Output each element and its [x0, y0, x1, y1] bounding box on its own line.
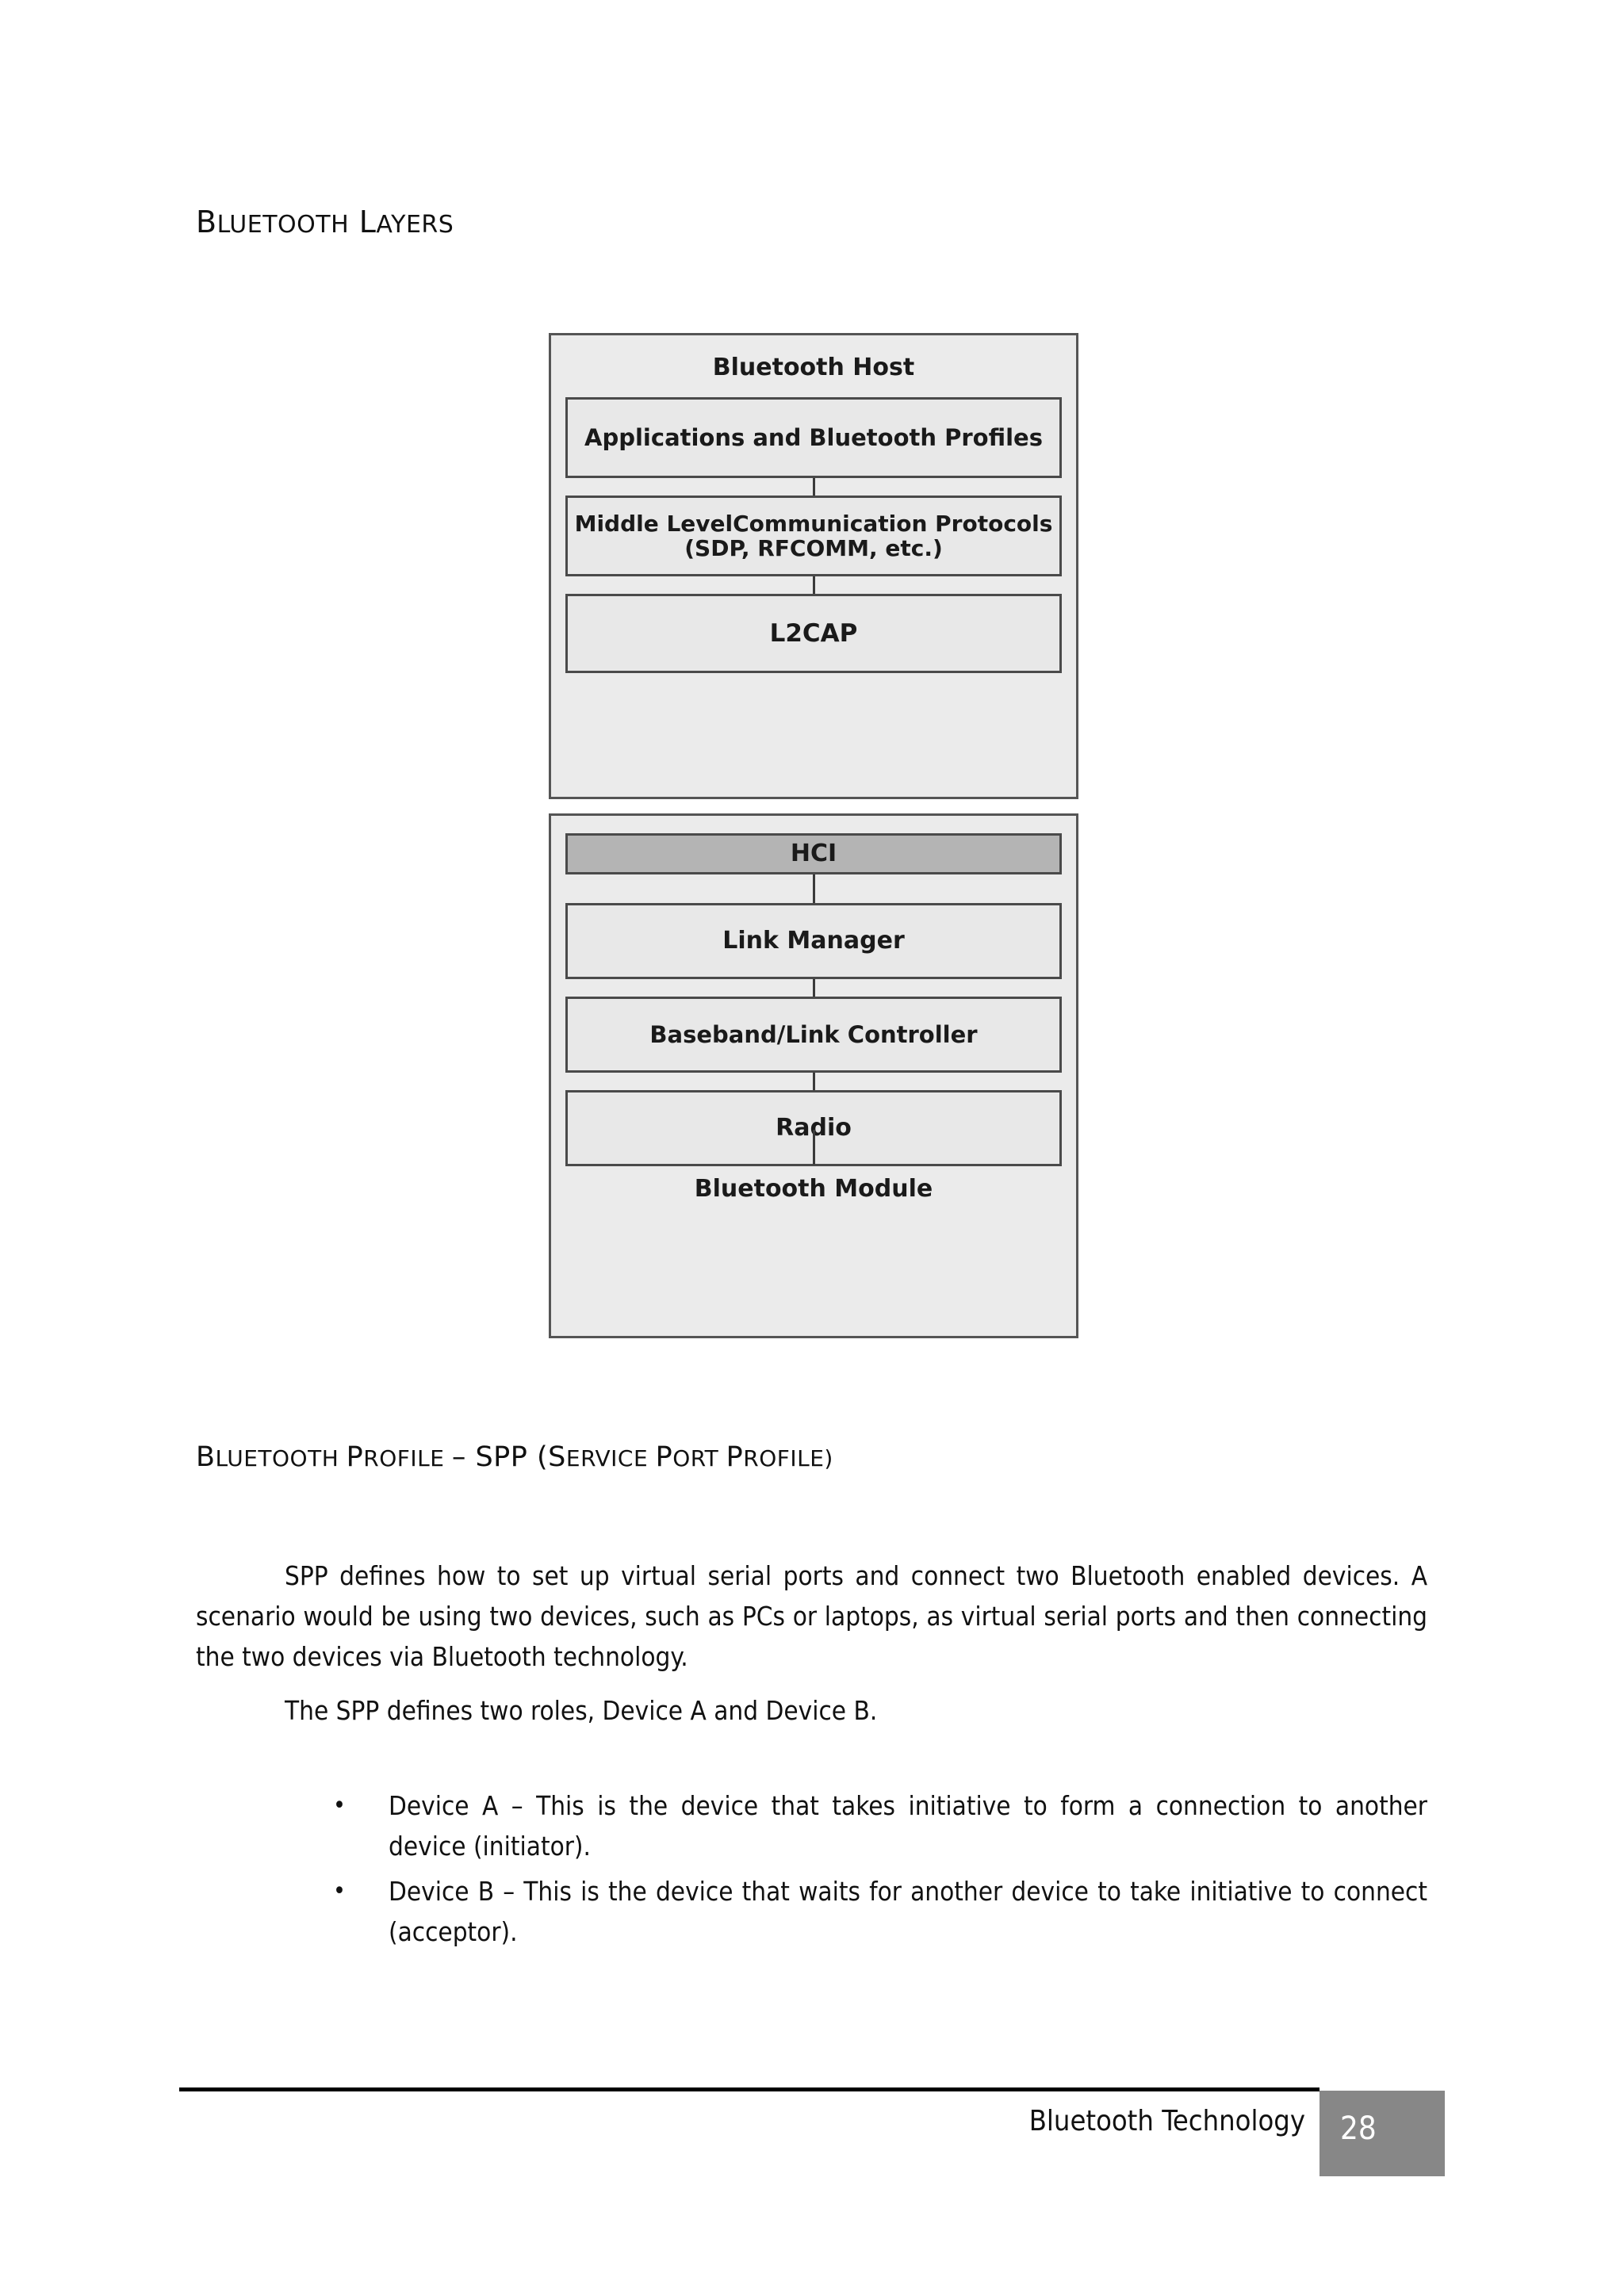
paragraph-spp-roles: The SPP defines two roles, Device A and …: [285, 1695, 878, 1726]
section-heading-profile: BLUETOOTH PROFILE – SPP (SERVICE PORT PR…: [196, 1441, 833, 1473]
page-number: 28: [1340, 2110, 1377, 2147]
bullet-icon: •: [333, 1877, 346, 1905]
profile-heading-cap-3: S: [548, 1441, 566, 1473]
paragraph-spp-definition: SPP defines how to set up virtual serial…: [196, 1560, 1427, 1672]
device-roles-list: • Device A – This is the device that tak…: [333, 1785, 1427, 1957]
list-item-text: Device A – This is the device that takes…: [389, 1790, 1427, 1862]
page-title-space: [349, 205, 359, 239]
profile-heading-cap-2: P: [346, 1441, 364, 1473]
connector-line: [812, 478, 815, 496]
connector-line-host-to-module: [812, 1130, 815, 1165]
page-title: BLUETOOTH LAYERS: [196, 205, 454, 239]
sp: [444, 1445, 451, 1471]
host-layer-stack: Applications and Bluetooth Profiles Midd…: [551, 397, 1076, 673]
connector-line: [812, 874, 815, 903]
module-layer-stack: HCI Link Manager Baseband/Link Controlle…: [551, 833, 1076, 1166]
profile-heading-rest-1: LUETOOTH: [215, 1445, 339, 1471]
list-item-text: Device B – This is the device that waits…: [389, 1876, 1427, 1947]
layer-baseband-link-controller: Baseband/Link Controller: [565, 997, 1062, 1073]
sp: [648, 1445, 655, 1471]
sp: [339, 1445, 346, 1471]
layer-applications-and-profiles: Applications and Bluetooth Profiles: [565, 397, 1062, 478]
bullet-icon: •: [333, 1792, 346, 1820]
bluetooth-host-caption: Bluetooth Host: [712, 354, 915, 381]
layer-hci: HCI: [565, 833, 1062, 874]
layer-link-manager: Link Manager: [565, 903, 1062, 979]
profile-heading-rest-2: ROFILE: [363, 1445, 445, 1471]
profile-heading-cap-4: P: [655, 1441, 673, 1473]
profile-heading-rest-4: ORT: [672, 1445, 719, 1471]
profile-heading-rest-5: ROFILE): [743, 1445, 833, 1471]
connector-line: [812, 1073, 815, 1090]
profile-heading-cap-1: B: [196, 1441, 216, 1473]
connector-line: [812, 576, 815, 594]
layer-middle-level-protocols: Middle LevelCommunication Protocols (SDP…: [565, 496, 1062, 576]
layer-l2cap: L2CAP: [565, 594, 1062, 673]
page-number-badge: 28: [1320, 2091, 1445, 2176]
page-title-rest-1: LUETOOTH: [216, 211, 350, 239]
page-title-cap-2: L: [358, 205, 377, 239]
footer-document-title: Bluetooth Technology: [1028, 2105, 1305, 2137]
bluetooth-module-caption: Bluetooth Module: [694, 1175, 933, 1203]
page-title-cap-1: B: [196, 205, 217, 239]
list-item: • Device B – This is the device that wai…: [333, 1871, 1427, 1952]
bluetooth-module-box: HCI Link Manager Baseband/Link Controlle…: [549, 813, 1078, 1338]
footer-divider: [179, 2087, 1320, 2091]
connector-line: [812, 979, 815, 997]
profile-heading-spp: – SPP (: [451, 1441, 549, 1473]
page-title-rest-2: AYERS: [376, 211, 454, 239]
profile-heading-cap-5: P: [726, 1441, 744, 1473]
sp: [718, 1445, 726, 1471]
bluetooth-host-box: Bluetooth Host Applications and Bluetoot…: [549, 333, 1078, 799]
list-item: • Device A – This is the device that tak…: [333, 1785, 1427, 1866]
profile-heading-rest-3: ERVICE: [565, 1445, 649, 1471]
bluetooth-layer-diagram: Bluetooth Host Applications and Bluetoot…: [549, 333, 1078, 1338]
